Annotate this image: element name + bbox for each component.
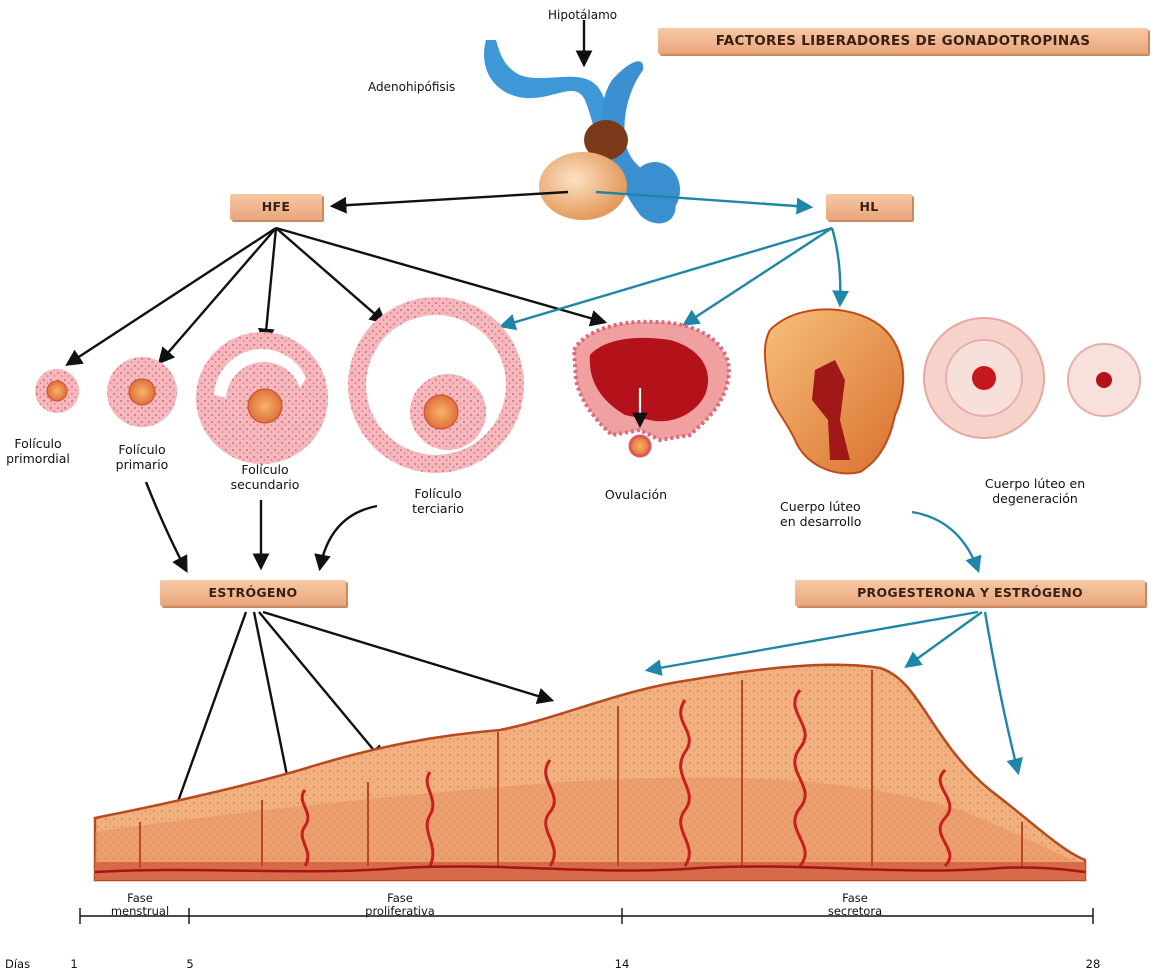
tick-day-14: 14 bbox=[612, 958, 632, 971]
fsh-arrows bbox=[68, 228, 604, 364]
box-releasing-factors: FACTORES LIBERADORES DE GONADOTROPINAS bbox=[658, 28, 1148, 54]
arrow-to-lh bbox=[596, 192, 810, 207]
box-lh: HL bbox=[826, 194, 912, 220]
follicle-primordial bbox=[35, 369, 79, 413]
ovulation-illustration bbox=[574, 322, 729, 456]
corpus-luteum-developing bbox=[765, 309, 903, 473]
tick-day-28: 28 bbox=[1082, 958, 1104, 971]
tick-day-1: 1 bbox=[64, 958, 84, 971]
tick-day-5: 5 bbox=[180, 958, 200, 971]
follicle-secondary bbox=[196, 332, 328, 464]
lh-arrows bbox=[502, 228, 840, 326]
follicle-tertiary bbox=[348, 297, 524, 473]
label-pituitary: Adenohipófisis bbox=[368, 80, 455, 95]
label-days: Días bbox=[5, 958, 30, 971]
box-fsh: HFE bbox=[230, 194, 322, 220]
box-progesterone-estrogen: PROGESTERONA Y ESTRÓGENO bbox=[795, 580, 1145, 606]
endometrium-illustration bbox=[95, 665, 1085, 880]
box-estrogen: ESTRÓGENO bbox=[160, 580, 346, 606]
follicle-primary bbox=[107, 357, 177, 427]
label-ovulation: Ovulación bbox=[596, 487, 676, 502]
corpus-luteum-degenerating bbox=[924, 318, 1140, 438]
label-hypothalamus: Hipotálamo bbox=[548, 8, 617, 23]
arrow-to-progesterone bbox=[912, 512, 978, 570]
arrows-to-estrogen bbox=[146, 482, 377, 570]
timeline bbox=[80, 908, 1093, 924]
arrow-to-fsh bbox=[333, 192, 568, 206]
